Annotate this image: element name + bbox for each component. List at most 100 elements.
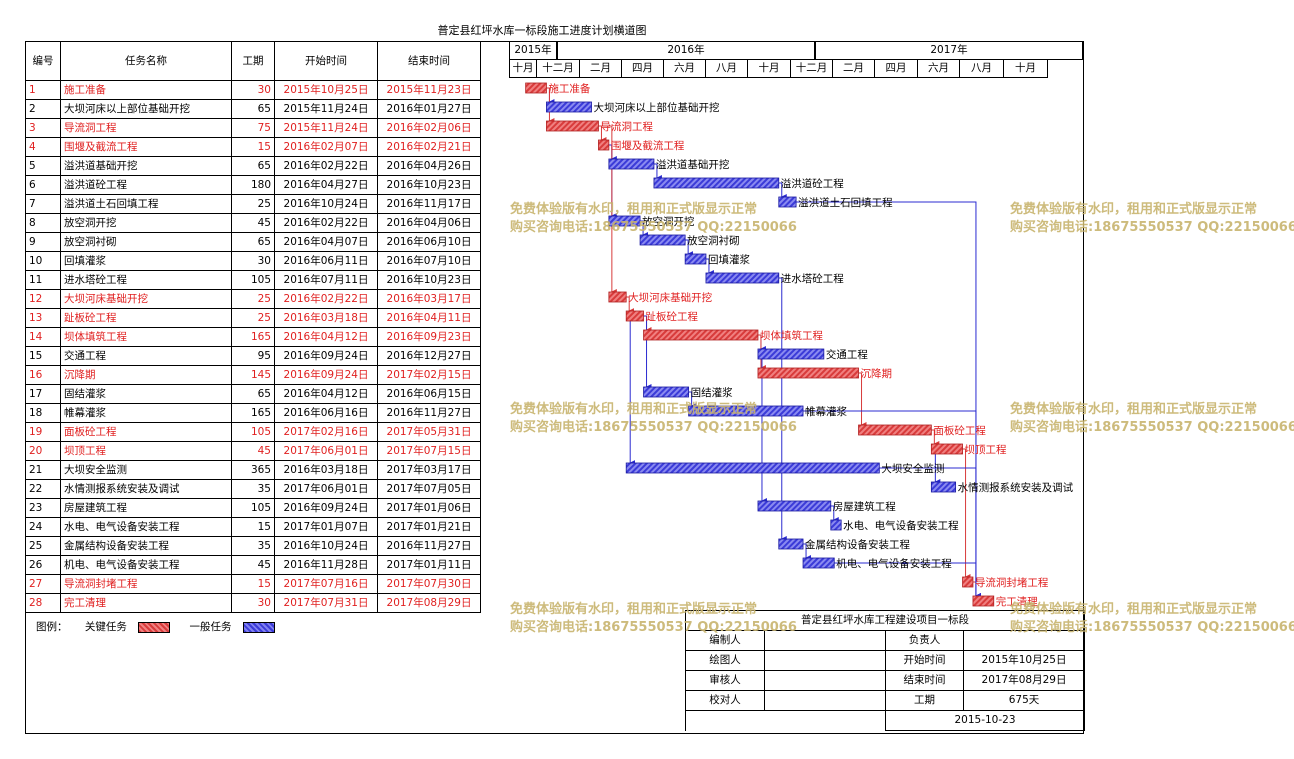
task-bar bbox=[802, 557, 835, 569]
task-bar-label: 进水塔砼工程 bbox=[781, 272, 844, 285]
watermark-line2: 购买咨询电话:18675550537 QQ:22150066 bbox=[510, 220, 797, 235]
task-end: 2016年10月23日 bbox=[377, 175, 481, 195]
task-bar-label: 大坝安全监测 bbox=[881, 462, 944, 475]
timeline-month: 二月 bbox=[832, 59, 875, 78]
task-duration: 15 bbox=[231, 517, 275, 537]
legend-critical-swatch bbox=[138, 621, 171, 633]
timeline-month: 十二月 bbox=[790, 59, 833, 78]
task-bar-label: 放空洞衬砌 bbox=[687, 234, 740, 247]
dependency-link bbox=[834, 562, 981, 599]
task-name: 固结灌浆 bbox=[60, 384, 232, 404]
task-duration: 95 bbox=[231, 346, 275, 366]
task-start: 2016年09月24日 bbox=[274, 346, 378, 366]
dependency-link bbox=[830, 505, 839, 523]
task-bar-label: 施工准备 bbox=[548, 82, 590, 95]
task-start: 2016年03月18日 bbox=[274, 460, 378, 480]
dependency-link bbox=[643, 315, 652, 390]
task-id: 14 bbox=[25, 327, 61, 347]
watermark-line2: 购买咨询电话:18675550537 QQ:22150066 bbox=[510, 420, 797, 435]
task-id: 19 bbox=[25, 422, 61, 442]
task-start: 2016年10月24日 bbox=[274, 194, 378, 214]
watermark: 免费体验版有水印，租用和正式版显示正常购买咨询电话:18675550537 QQ… bbox=[510, 201, 797, 237]
task-bar bbox=[546, 120, 599, 132]
task-end: 2016年10月23日 bbox=[377, 270, 481, 290]
watermark: 免费体验版有水印，租用和正式版显示正常购买咨询电话:18675550537 QQ… bbox=[1010, 601, 1294, 637]
end-value: 2017年08月29日 bbox=[963, 670, 1085, 691]
task-end: 2016年04月11日 bbox=[377, 308, 481, 328]
watermark: 免费体验版有水印，租用和正式版显示正常购买咨询电话:18675550537 QQ… bbox=[1010, 201, 1294, 237]
drafter-value bbox=[764, 650, 886, 671]
task-bar bbox=[705, 272, 780, 284]
task-end: 2016年02月06日 bbox=[377, 118, 481, 138]
watermark-line1: 免费体验版有水印，租用和正式版显示正常 bbox=[510, 202, 758, 217]
task-duration: 165 bbox=[231, 327, 275, 347]
timeline-month: 四月 bbox=[874, 59, 918, 78]
watermark: 免费体验版有水印，租用和正式版显示正常购买咨询电话:18675550537 QQ… bbox=[510, 601, 797, 637]
task-bar bbox=[688, 405, 804, 417]
task-bar-label: 溢洪道砼工程 bbox=[781, 177, 844, 190]
task-bar bbox=[546, 101, 592, 113]
task-bar-label: 围堰及截流工程 bbox=[611, 139, 685, 152]
task-end: 2016年11月27日 bbox=[377, 536, 481, 556]
task-bar bbox=[962, 576, 974, 588]
task-end: 2017年08月29日 bbox=[377, 593, 481, 613]
timeline-month: 十月 bbox=[747, 59, 791, 78]
task-duration: 35 bbox=[231, 536, 275, 556]
task-bar-label: 水情测报系统安装及调试 bbox=[958, 481, 1074, 494]
task-bar-label: 交通工程 bbox=[826, 348, 868, 361]
task-bar-label: 机电、电气设备安装工程 bbox=[836, 557, 952, 570]
task-end: 2017年07月15日 bbox=[377, 441, 481, 461]
task-bar-label: 固结灌浆 bbox=[691, 386, 733, 399]
task-bar bbox=[643, 386, 690, 398]
start-value: 2015年10月25日 bbox=[963, 650, 1085, 671]
task-end: 2017年07月05日 bbox=[377, 479, 481, 499]
dependency-link bbox=[598, 125, 617, 295]
timeline-month: 十月 bbox=[1003, 59, 1048, 78]
timeline-month: 四月 bbox=[621, 59, 664, 78]
task-bar-label: 房屋建筑工程 bbox=[833, 500, 896, 513]
drafter-label: 绘图人 bbox=[685, 650, 765, 671]
watermark-line2: 购买咨询电话:18675550537 QQ:22150066 bbox=[1010, 220, 1294, 235]
task-bar-label: 完工清理 bbox=[996, 595, 1038, 608]
task-name: 水情测报系统安装及调试 bbox=[60, 479, 232, 499]
legend: 图例： 关键任务 一般任务 bbox=[36, 619, 283, 634]
task-name: 房屋建筑工程 bbox=[60, 498, 232, 518]
dependency-link bbox=[640, 220, 649, 238]
duration-value: 675天 bbox=[963, 690, 1085, 711]
dependency-link bbox=[629, 315, 644, 466]
watermark: 免费体验版有水印，租用和正式版显示正常购买咨询电话:18675550537 QQ… bbox=[510, 401, 797, 437]
task-bar bbox=[643, 329, 759, 341]
task-id: 28 bbox=[25, 593, 61, 613]
task-name: 溢洪道基础开挖 bbox=[60, 156, 232, 176]
end-label: 结束时间 bbox=[885, 670, 964, 691]
task-bar-label: 大坝河床以上部位基础开挖 bbox=[594, 101, 720, 114]
task-start: 2016年04月07日 bbox=[274, 232, 378, 252]
dependency-link bbox=[626, 296, 635, 314]
timeline-month: 八月 bbox=[959, 59, 1004, 78]
task-id: 25 bbox=[25, 536, 61, 556]
task-end: 2015年11月23日 bbox=[377, 80, 481, 100]
task-bar-label: 水电、电气设备安装工程 bbox=[843, 519, 959, 532]
task-bar-label: 面板砼工程 bbox=[933, 424, 986, 437]
task-bar bbox=[778, 196, 797, 208]
task-end: 2017年03月17日 bbox=[377, 460, 481, 480]
col-header-end: 结束时间 bbox=[377, 41, 481, 81]
task-bar bbox=[757, 348, 825, 360]
watermark-line1: 免费体验版有水印，租用和正式版显示正常 bbox=[1010, 602, 1258, 617]
dependency-link bbox=[653, 163, 662, 181]
col-header-name: 任务名称 bbox=[60, 41, 232, 81]
task-bar bbox=[608, 215, 641, 227]
task-bar bbox=[625, 462, 880, 474]
duration-label: 工期 bbox=[885, 690, 964, 711]
